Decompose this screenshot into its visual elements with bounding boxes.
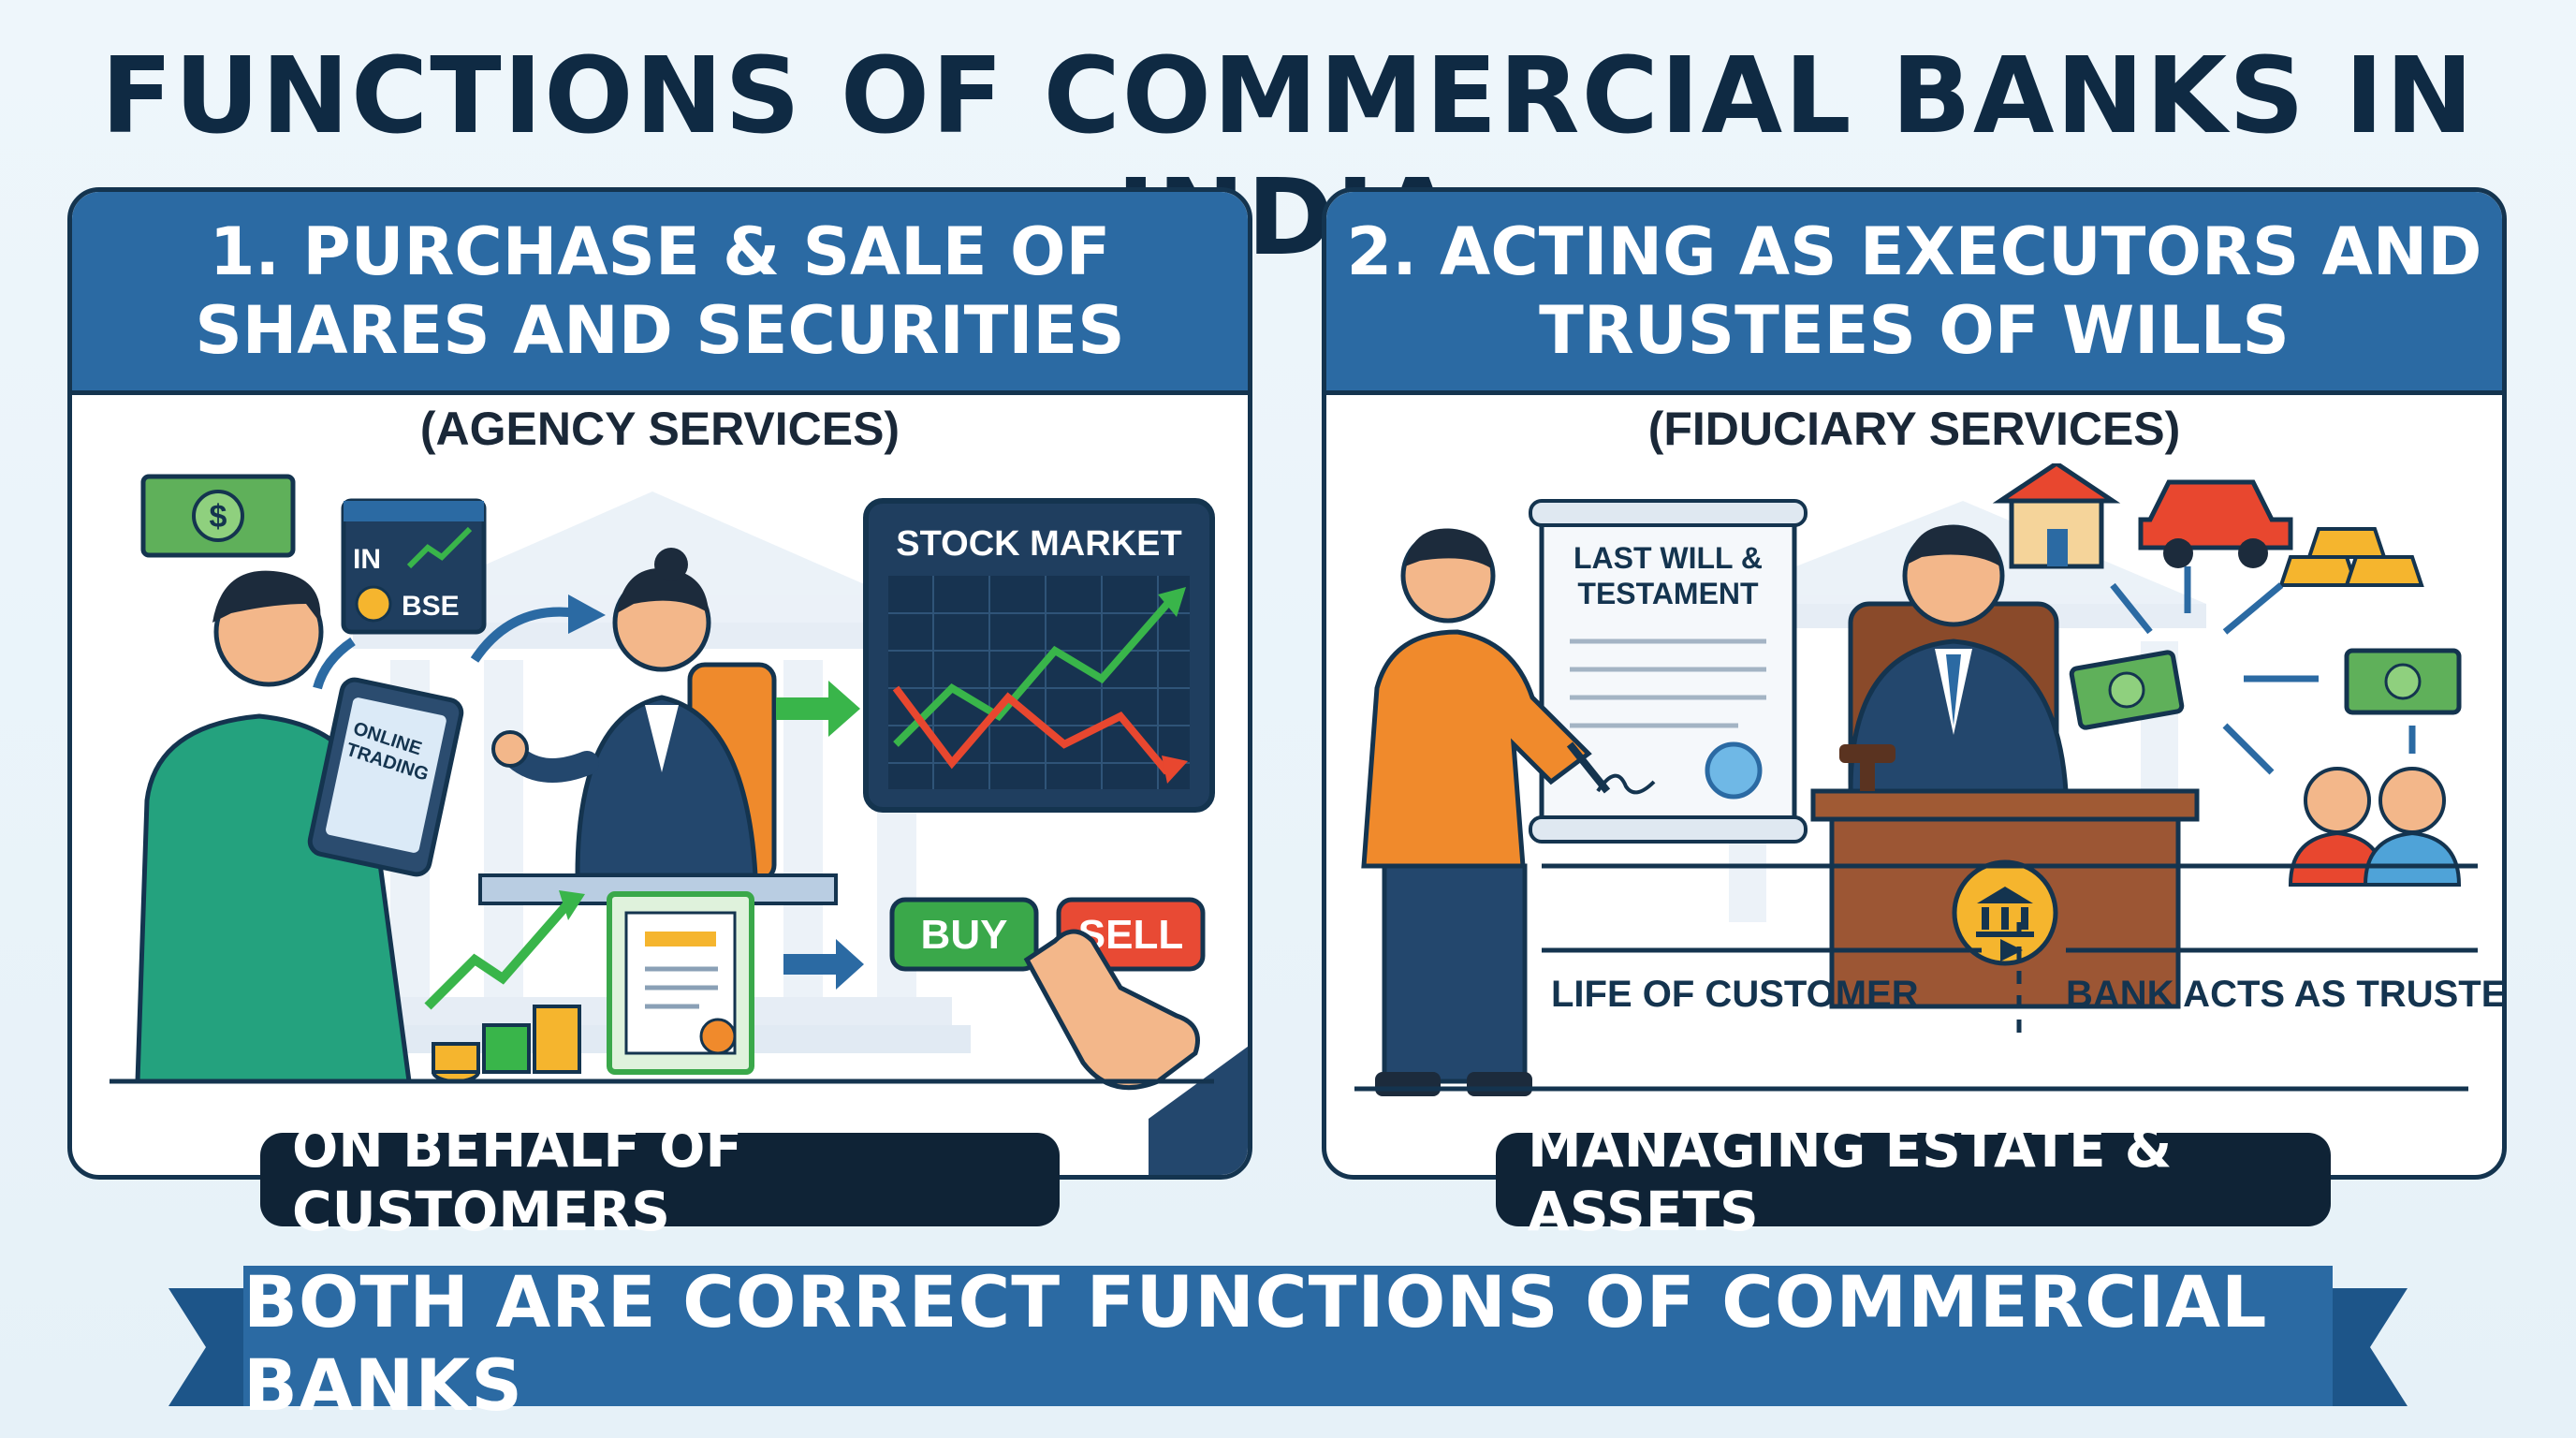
timeline: LIFE OF CUSTOMER BANK ACTS AS TRUSTEE (1542, 863, 2502, 1034)
arrow-right-icon (776, 681, 860, 737)
fiduciary-panel-header: 2. ACTING AS EXECUTORS AND TRUSTEES OF W… (1326, 192, 2502, 395)
distribution-arrows-icon (2110, 566, 2416, 775)
coins-growth-icon (424, 890, 585, 1083)
fiduciary-footer-pill: MANAGING ESTATE & ASSETS (1496, 1116, 2331, 1243)
gold-bars-icon (2278, 527, 2424, 587)
timeline-left-label: LIFE OF CUSTOMER (1551, 974, 1919, 1015)
customer-figure (1361, 528, 1611, 1096)
house-icon (1992, 463, 2121, 569)
timeline-right-label: BANK ACTS AS TRUSTEE (2066, 974, 2502, 1015)
will-text-line2: TESTAMENT (1577, 577, 1759, 610)
agency-panel-header: 1. PURCHASE & SALE OF SHARES AND SECURIT… (72, 192, 1248, 395)
arrow-icon (470, 607, 578, 663)
arrow-icon (313, 637, 356, 690)
agency-footer-pill: ON BEHALF OF CUSTOMERS (260, 1116, 1060, 1243)
agency-illustration: $ IN BSE ONLINE TRADING (110, 474, 1248, 1175)
exchange-text-in: IN (353, 544, 381, 575)
agency-header-line2: SHARES AND SECURITIES (195, 292, 1125, 369)
agency-services-panel: 1. PURCHASE & SALE OF SHARES AND SECURIT… (67, 187, 1252, 1180)
agency-subtitle: (AGENCY SERVICES) (419, 403, 900, 455)
conclusion-ribbon (168, 1266, 2408, 1406)
exchange-screen-icon: IN BSE (341, 498, 487, 635)
fiduciary-header-line2: TRUSTEES OF WILLS (1539, 292, 2290, 369)
pointing-hand-icon (1023, 929, 1248, 1175)
arrow-right-icon (783, 939, 864, 990)
desk-icon (1810, 744, 2200, 1009)
fiduciary-header-line1: 2. ACTING AS EXECUTORS AND (1346, 213, 2482, 290)
buy-button-graphic: BUY (889, 897, 1039, 972)
car-icon (2138, 479, 2293, 568)
share-certificate-icon (607, 891, 754, 1075)
stock-market-chart-icon: STOCK MARKET (863, 498, 1215, 813)
cash-note-icon: $ (140, 474, 296, 558)
fiduciary-illustration: LAST WILL & TESTAMENT (1354, 463, 2502, 1096)
arrow-head-icon (568, 594, 606, 634)
trustee-officer-figure (1848, 524, 2069, 803)
svg-text:$: $ (210, 499, 227, 535)
last-will-document-icon: LAST WILL & TESTAMENT (1529, 499, 1808, 844)
exchange-text-bse: BSE (402, 591, 460, 622)
cash-note-icon (2069, 650, 2185, 730)
will-text-line1: LAST WILL & (1573, 541, 1763, 575)
heirs-icon (2288, 767, 2462, 887)
conclusion-banner-text: BOTH ARE CORRECT FUNCTIONS OF COMMERCIAL… (243, 1260, 2268, 1427)
fiduciary-subtitle: (FIDUCIARY SERVICES) (1647, 403, 2181, 455)
buy-label: BUY (921, 912, 1008, 958)
cash-stack-icon (2344, 648, 2462, 715)
tablet-icon: ONLINE TRADING (307, 677, 464, 877)
stock-market-label: STOCK MARKET (896, 524, 1181, 564)
agency-header-line1: 1. PURCHASE & SALE OF (209, 213, 1111, 290)
fiduciary-services-panel: 2. ACTING AS EXECUTORS AND TRUSTEES OF W… (1322, 187, 2507, 1180)
